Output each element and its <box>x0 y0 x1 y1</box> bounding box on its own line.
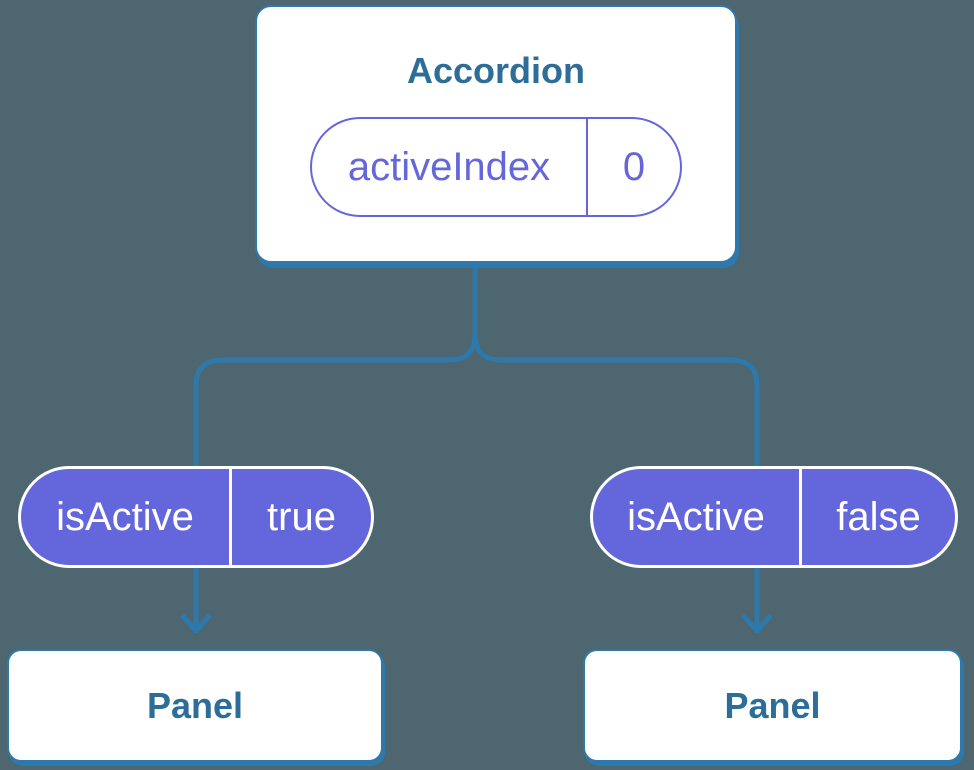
panel-node-right: Panel <box>583 649 962 762</box>
branch-line-right <box>472 268 760 627</box>
arrow-down-icon <box>741 613 773 634</box>
prop-pill-right: isActive false <box>590 466 958 568</box>
panel-node-title: Panel <box>724 684 821 726</box>
prop-name: isActive <box>21 469 232 565</box>
panel-node-title: Panel <box>146 684 244 726</box>
state-name: activeIndex <box>312 119 588 216</box>
accordion-node: Accordion activeIndex 0 <box>255 5 737 263</box>
prop-name: isActive <box>593 469 802 565</box>
state-pill: activeIndex 0 <box>310 117 682 218</box>
branch-line-left <box>193 268 478 627</box>
prop-pill-left: isActive true <box>18 466 374 568</box>
panel-node-left: Panel <box>7 649 383 762</box>
accordion-node-title: Accordion <box>406 50 585 91</box>
prop-value: true <box>267 494 336 539</box>
prop-value: false <box>836 494 921 539</box>
arrow-down-icon <box>180 613 212 634</box>
state-value: 0 <box>622 144 646 189</box>
